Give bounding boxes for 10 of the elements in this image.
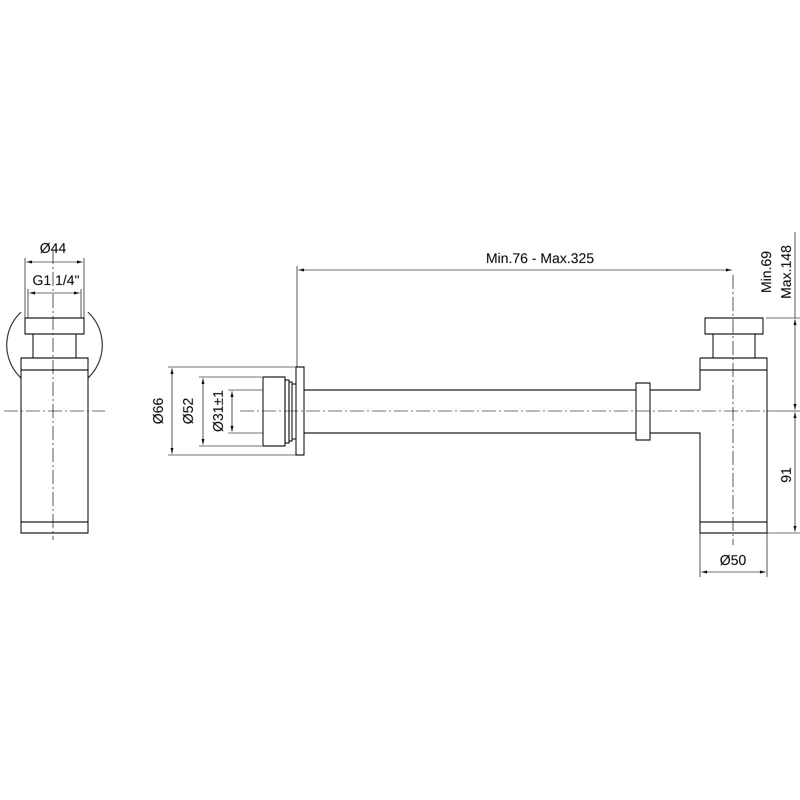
dimension-label: 91: [781, 468, 791, 482]
dimension-label: G1 1/4": [33, 274, 79, 286]
dimension-label: Min.76 - Max.325: [487, 252, 594, 264]
dimension-label: Ø52: [182, 398, 194, 424]
dimension-label: Ø66: [152, 398, 164, 424]
dimension-label: Ø31±1: [212, 390, 224, 432]
dimension-label: Max.148: [781, 246, 791, 298]
dimension-label: Ø50: [720, 554, 746, 566]
dimension-label: Ø44: [40, 242, 66, 254]
dimension-label: Min.69: [760, 252, 772, 292]
